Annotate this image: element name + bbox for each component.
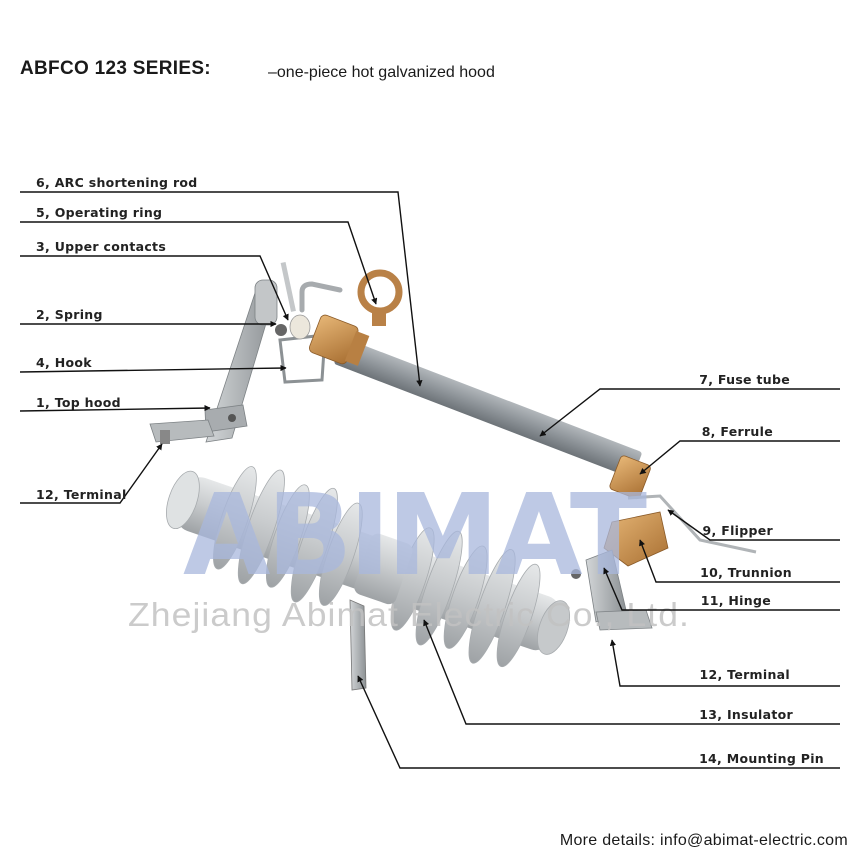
label-operating-ring: 5, Operating ring bbox=[36, 205, 162, 220]
insulator-sheds bbox=[213, 466, 541, 668]
leader-terminal-left bbox=[20, 443, 163, 504]
mounting-pin bbox=[349, 599, 367, 691]
terminal-left bbox=[149, 419, 215, 444]
top-hood bbox=[204, 279, 278, 443]
part-labels: 6, ARC shortening rod 5, Operating ring … bbox=[36, 175, 824, 766]
label-terminal-right: 12, Terminal bbox=[699, 667, 790, 682]
label-spring: 2, Spring bbox=[36, 307, 103, 322]
leader-arc-rod bbox=[20, 191, 423, 387]
insulator bbox=[166, 466, 571, 668]
label-flipper: 9, Flipper bbox=[703, 523, 774, 538]
label-ferrule: 8, Ferrule bbox=[702, 424, 773, 439]
page-title: ABFCO 123 SERIES: bbox=[20, 58, 211, 79]
watermark: ABIMAT Zhejiang Abimat Electric Co., Ltd… bbox=[128, 471, 690, 633]
leader-terminal-right bbox=[609, 639, 840, 687]
label-arc-rod: 6, ARC shortening rod bbox=[36, 175, 198, 190]
leader-hook bbox=[19, 364, 287, 373]
label-upper-contacts: 3, Upper contacts bbox=[36, 239, 166, 254]
leader-operating-ring bbox=[20, 221, 378, 305]
leader-flipper bbox=[667, 509, 840, 541]
leader-lines bbox=[19, 191, 840, 769]
leader-fuse-tube bbox=[539, 388, 840, 437]
label-fuse-tube: 7, Fuse tube bbox=[699, 372, 790, 387]
watermark-logo: ABIMAT bbox=[183, 471, 647, 601]
leader-upper-contacts bbox=[20, 255, 289, 321]
leader-insulator bbox=[423, 619, 840, 725]
leader-trunnion bbox=[639, 539, 840, 583]
label-hinge: 11, Hinge bbox=[701, 593, 771, 608]
leader-mounting-pin bbox=[357, 675, 840, 769]
leader-top-hood bbox=[19, 404, 211, 412]
label-hook: 4, Hook bbox=[36, 355, 92, 370]
footer-contact: More details: info@abimat-electric.com bbox=[559, 832, 848, 849]
watermark-company: Zhejiang Abimat Electric Co., Ltd. bbox=[128, 596, 690, 633]
fuse-tube bbox=[308, 269, 651, 500]
trunnion bbox=[603, 511, 669, 567]
label-mounting-pin: 14, Mounting Pin bbox=[699, 751, 824, 766]
label-terminal-left: 12, Terminal bbox=[36, 487, 127, 502]
label-insulator: 13, Insulator bbox=[699, 707, 793, 722]
page-subtitle: –one-piece hot galvanized hood bbox=[268, 64, 495, 81]
leader-ferrule bbox=[639, 440, 840, 475]
label-trunnion: 10, Trunnion bbox=[700, 565, 792, 580]
label-top-hood: 1, Top hood bbox=[36, 395, 121, 410]
ferrule bbox=[609, 455, 651, 500]
leader-hinge bbox=[603, 567, 840, 611]
